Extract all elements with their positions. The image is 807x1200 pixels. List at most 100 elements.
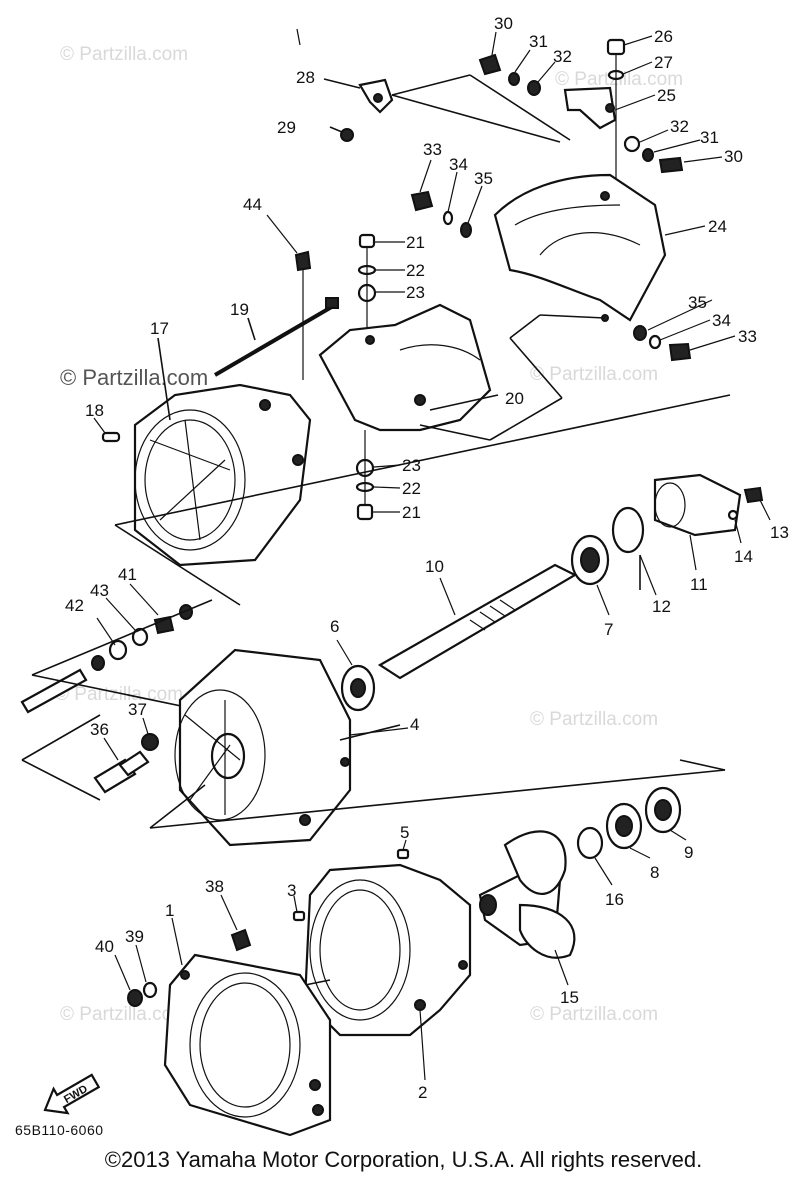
leader (247, 317, 256, 341)
label-32b: 32 (670, 117, 689, 136)
body-detail (399, 344, 481, 361)
leader-18 (93, 417, 106, 434)
leader-30b (683, 156, 723, 163)
shaft-splines (469, 599, 516, 631)
fitting-part (91, 655, 105, 671)
part-1-plate (163, 953, 332, 1137)
label-34b: 34 (712, 311, 731, 330)
part-13-bolt (743, 486, 764, 504)
leader-4 (349, 727, 409, 736)
leader (391, 94, 561, 143)
watermark: © Partzilla.com (530, 364, 658, 385)
leader-16 (594, 857, 613, 886)
part-33-bolt (410, 190, 434, 212)
plate-opening-inner (199, 982, 291, 1108)
label-32: 32 (553, 47, 572, 66)
label-14: 14 (734, 547, 753, 566)
part-21-bolt (356, 503, 374, 521)
copyright-notice: ©2013 Yamaha Motor Corporation, U.S.A. A… (104, 1147, 703, 1172)
leader (21, 714, 101, 761)
part-34-washer (648, 334, 662, 350)
leader-44b (266, 214, 298, 254)
leader-22 (373, 486, 401, 489)
leader (114, 524, 241, 606)
nozzle-hole (600, 191, 610, 201)
label-39: 39 (125, 927, 144, 946)
label-15: 15 (560, 988, 579, 1007)
label-12: 12 (652, 597, 671, 616)
part-8-bearing-bore (615, 815, 633, 837)
part-31-washer (508, 72, 520, 86)
part-10-shaft (377, 563, 578, 680)
part-34-washer (442, 210, 454, 226)
cap-rim (654, 482, 686, 528)
label-8: 8 (650, 863, 659, 882)
leader-10 (439, 577, 456, 616)
label-38: 38 (205, 877, 224, 896)
plate-bolt (312, 1104, 324, 1116)
part-39-washer (142, 981, 158, 999)
fwd-arrow-icon (43, 1073, 101, 1115)
label-27: 27 (654, 53, 673, 72)
duct-opening (309, 879, 411, 1021)
part-12-o-ring (611, 506, 645, 554)
part-26-bolt (606, 38, 626, 56)
part-19-stud-bolt (213, 303, 337, 377)
leader-5 (402, 839, 407, 851)
label-5: 5 (400, 823, 409, 842)
watermark: © Partzilla.com (530, 1004, 658, 1025)
part-20-body (318, 303, 492, 432)
leader-40 (114, 954, 131, 991)
leader-11 (689, 534, 697, 571)
label-21b: 21 (402, 503, 421, 522)
leader (21, 759, 101, 801)
leader-35 (467, 185, 483, 224)
leader-31b (653, 139, 701, 153)
label-40: 40 (95, 937, 114, 956)
label-11: 11 (690, 575, 708, 594)
label-10: 10 (425, 557, 444, 576)
label-30b: 30 (724, 147, 743, 166)
leader-2 (419, 1009, 426, 1081)
leader-33b (689, 335, 736, 351)
part-36-hose-end (118, 750, 150, 777)
part-6-bearing-bore (350, 678, 366, 698)
part-3-pin (292, 910, 306, 922)
leader-37 (142, 717, 149, 735)
leader-35b (647, 299, 713, 331)
plate-bolt (180, 970, 190, 980)
leader (429, 394, 499, 411)
exploded-parts-diagram: © Partzilla.com © Partzilla.com © Partzi… (15, 14, 789, 1138)
housing-vanes (149, 419, 231, 541)
part-29-bolt (340, 128, 354, 142)
part-19-nut (325, 297, 339, 309)
impeller-nose (479, 894, 497, 916)
label-44: 44 (243, 195, 262, 214)
part-31-washer (642, 148, 654, 162)
label-16: 16 (605, 890, 624, 909)
part-5-pin (396, 848, 410, 860)
part-7-bearing-bore (580, 547, 600, 573)
leader-39 (135, 944, 147, 983)
fwd-arrow: FWD (43, 1073, 101, 1115)
watermark: © Partzilla.com (530, 709, 658, 730)
part-15-impeller-blade (503, 830, 567, 896)
leader (31, 599, 213, 676)
leader (469, 74, 571, 141)
casing-hub (210, 732, 246, 780)
label-33: 33 (423, 140, 442, 159)
part-21-bolt (358, 233, 376, 249)
label-31: 31 (529, 32, 548, 51)
label-22: 22 (406, 261, 425, 280)
part-35-collar (460, 222, 472, 238)
leader-30 (491, 31, 497, 56)
leader (509, 314, 541, 339)
leader-25 (614, 94, 656, 111)
leader (539, 314, 606, 319)
part-35-collar (633, 325, 647, 341)
label-37: 37 (128, 700, 147, 719)
part-40-nut (127, 989, 143, 1007)
label-41: 41 (118, 565, 137, 584)
nozzle-assembly (323, 38, 692, 399)
leader (391, 74, 471, 96)
